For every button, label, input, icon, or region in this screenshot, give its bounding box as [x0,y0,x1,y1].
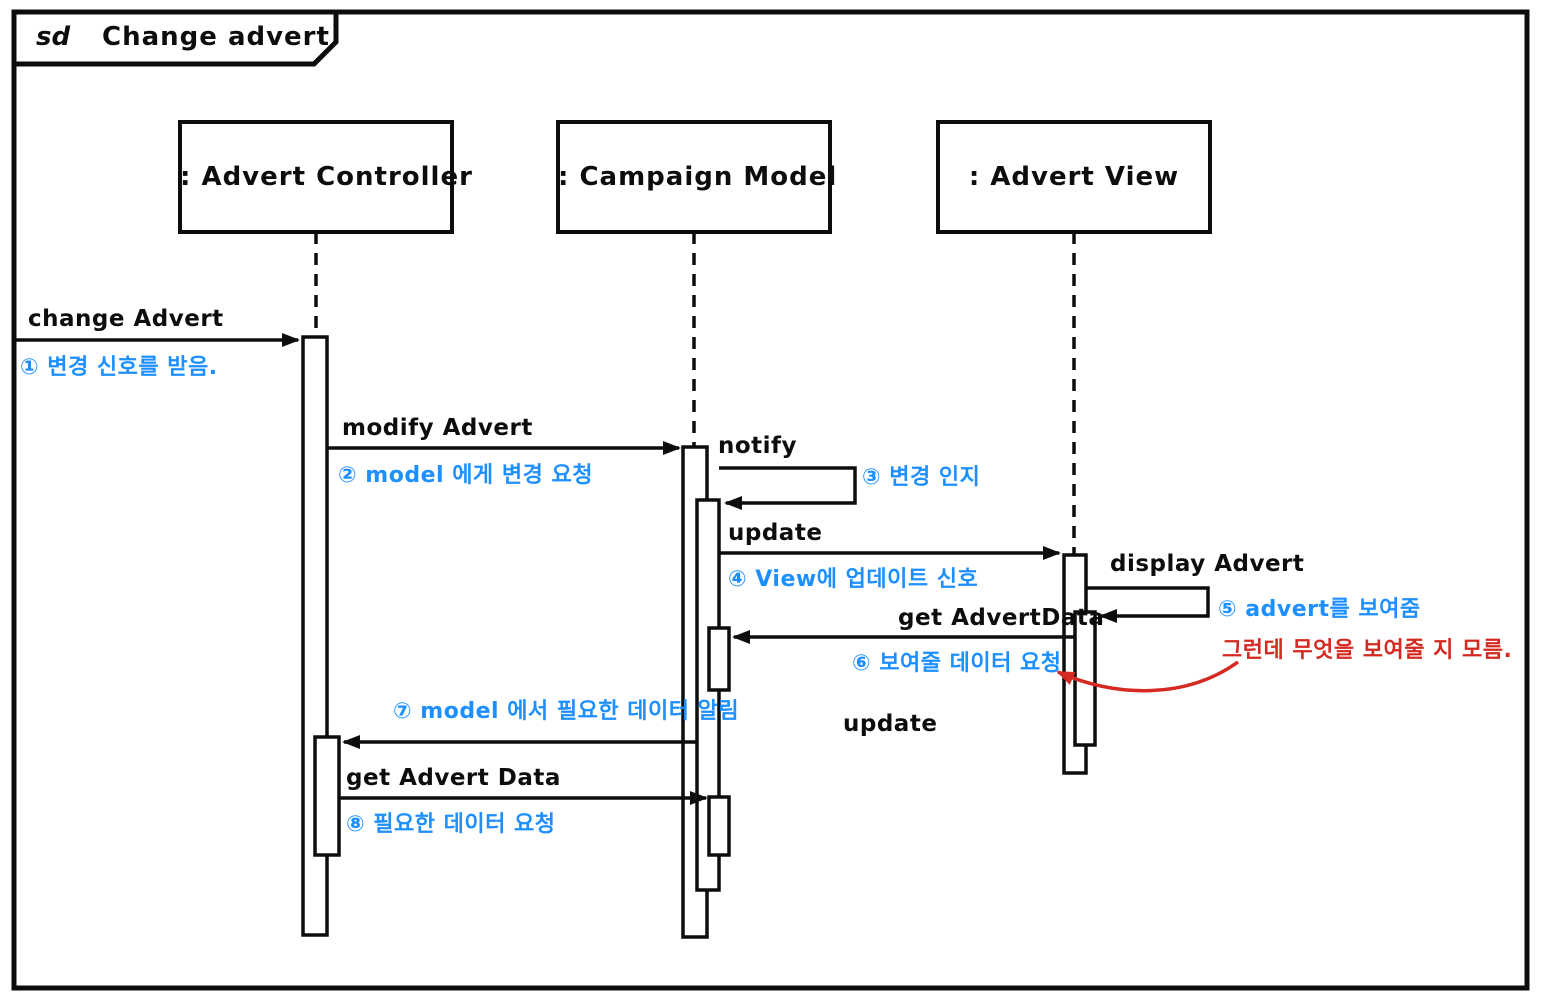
lifeline-box-advert-controller [178,120,454,234]
lifeline-box-advert-view [936,120,1212,234]
activation-controller-nested [313,735,341,857]
frame-title: Change advert [102,22,330,52]
message-label-display-advert: display Advert [1110,551,1305,577]
message-label-get-advert-data: get Advert Data [346,765,561,791]
red-pointer-arrow [1056,660,1240,693]
note-8: ⑧ 필요한 데이터 요청 [346,812,556,837]
note-6: ⑥ 보여줄 데이터 요청 [852,651,1062,676]
message-label-get-advertdata: get AdvertData [898,605,1105,631]
title-tab [11,9,339,67]
frame-keyword: sd [36,22,71,52]
diagram-frame [11,9,1530,991]
note-7: ⑦ model 에서 필요한 데이터 알림 [393,699,740,724]
note-1: ① 변경 신호를 받음. [20,355,218,380]
lifeline-label-advert-view: : Advert View [968,162,1180,192]
message-label-update-view: update [728,520,823,546]
note-3: ③ 변경 인지 [862,465,981,490]
red-annotation: 그런데 무엇을 보여줄 지 모름. [1222,638,1513,663]
arrow-notify-self [719,466,857,510]
lifeline-label-campaign-model: : Campaign Model [558,162,838,192]
message-label-modify-advert: modify Advert [342,415,533,441]
activation-model-sub2 [707,795,731,857]
activation-model-sub1 [707,626,731,692]
note-4: ④ View에 업데이트 신호 [728,567,979,592]
message-label-change-advert: change Advert [28,306,224,332]
lifeline-label-advert-controller: : Advert Controller [180,162,473,192]
message-label-update-controller: update [843,711,938,737]
note-5: ⑤ advert를 보여줌 [1218,597,1421,622]
message-label-notify: notify [718,433,798,459]
arrow-display-advert-self [1087,586,1210,623]
note-2: ② model 에게 변경 요청 [338,463,593,488]
